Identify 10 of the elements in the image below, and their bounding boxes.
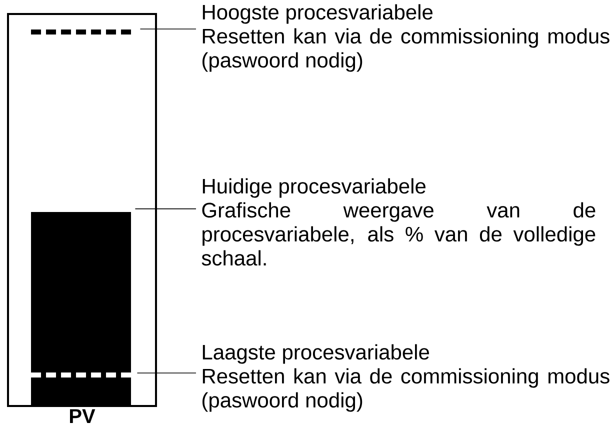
marker-line — [31, 372, 131, 378]
marker-line — [31, 30, 131, 34]
callout-text: Hoogste procesvariabele Resetten kan via de commissioning modus (paswoord nodig) — [202, 4, 610, 72]
leader-line — [134, 208, 196, 210]
leader-line — [136, 372, 196, 374]
callout-text: Huidige procesvariabele Grafische weergave van de procesvariabele, als % van de volledige schaal. — [202, 178, 596, 266]
callout-text: Laagste procesvariabele Resetten kan via de commissioning modus (paswoord nodig) — [202, 344, 610, 412]
value-bar — [31, 212, 131, 405]
leader-line — [140, 28, 196, 30]
bargraph-label: PV — [70, 409, 96, 423]
